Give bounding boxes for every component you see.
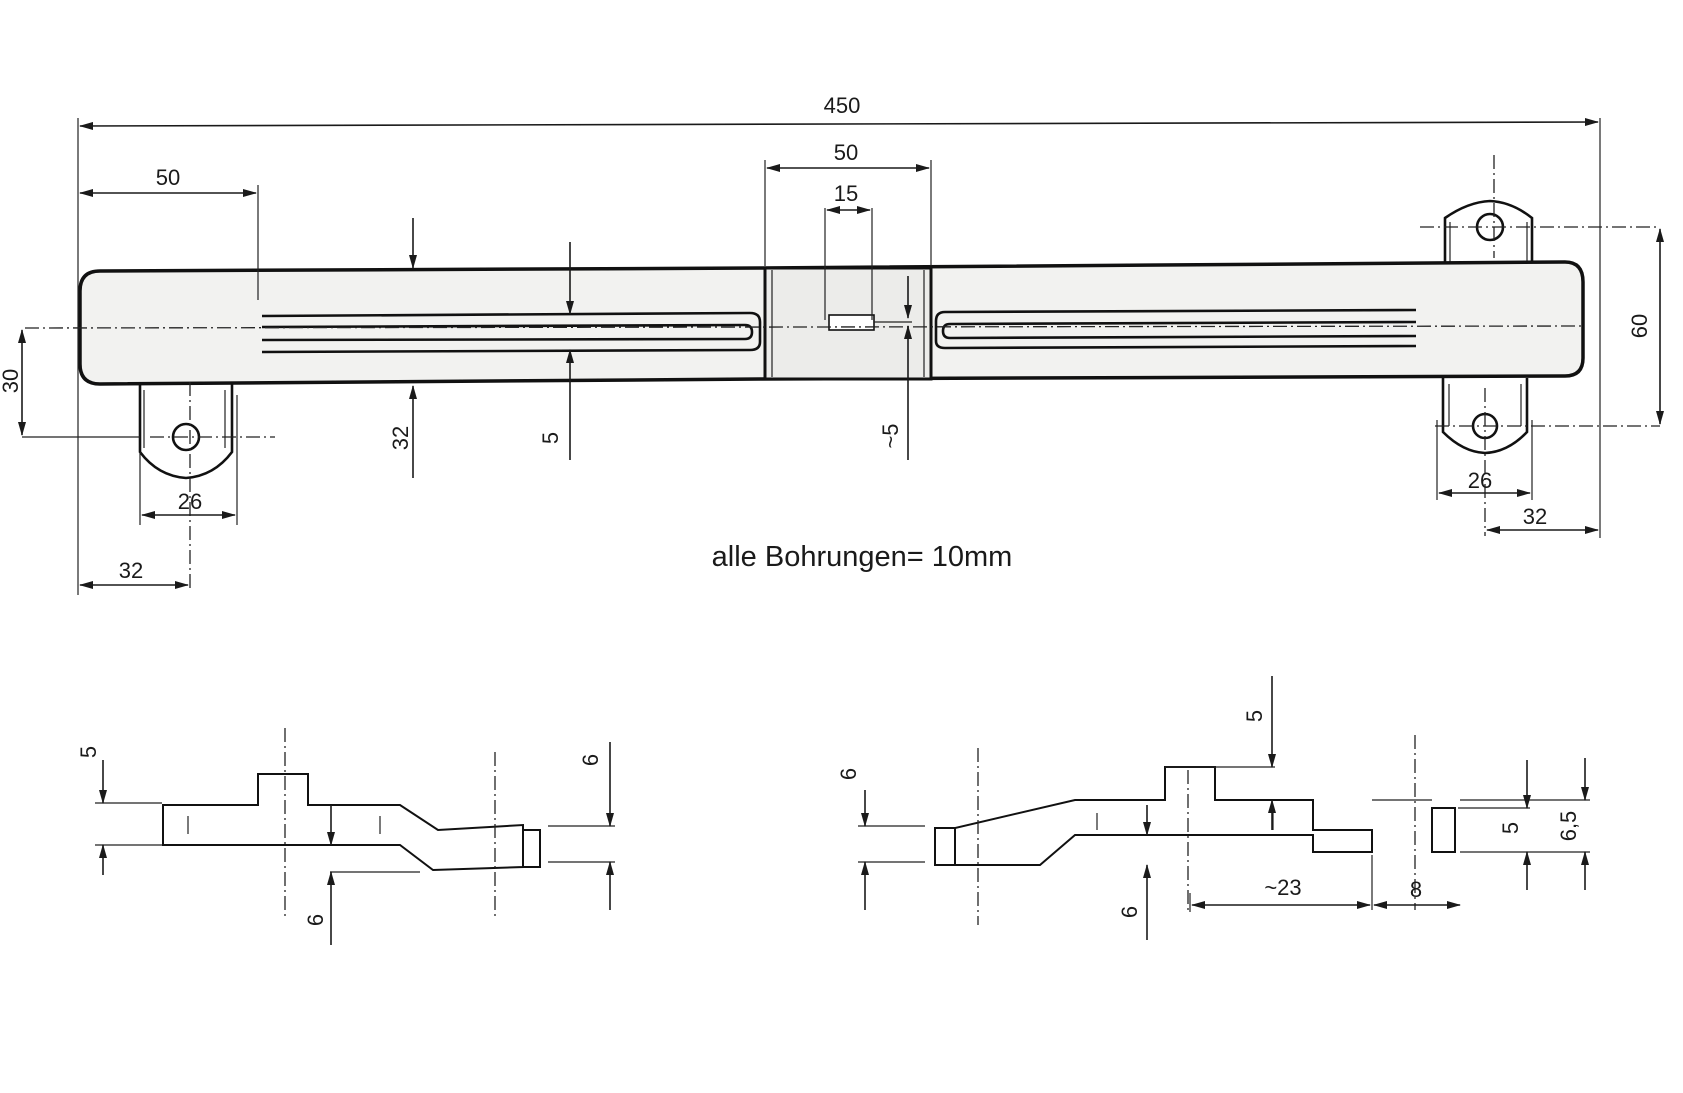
dim-bracket-spacing-right: 60	[1627, 314, 1652, 338]
dim-bracket-pitch-left: 26	[178, 489, 202, 514]
right-slot	[934, 308, 1417, 350]
dim-bracket-offset-left: 32	[119, 558, 143, 583]
dim-left-offset: 50	[156, 165, 180, 190]
top-view: 450 50 50 15 30 32 5 ~5 26 32 60 26 32	[0, 93, 1664, 595]
dim-length-23: ~23	[1264, 875, 1301, 900]
center-slot	[828, 314, 875, 331]
right-mounting-bracket-top	[1443, 199, 1534, 266]
left-mounting-bracket	[138, 378, 234, 480]
dim-right-step: 5	[1498, 822, 1523, 834]
left-slot	[261, 311, 762, 354]
dim-overall-length: 450	[824, 93, 861, 118]
dim-lower-height: 6	[303, 914, 328, 926]
dim-center-slot-width: 15	[834, 181, 858, 206]
dim-center-block-width: 50	[834, 140, 858, 165]
side-view-right: 5 6 6 ~23 8 5 6,5	[836, 676, 1590, 940]
dim-block-slot: ~5	[878, 423, 903, 448]
dim-left-height: 6	[836, 768, 861, 780]
dim-body-height: 30	[0, 369, 23, 393]
dim-bracket-offset-right: 32	[1523, 504, 1547, 529]
dim-lower-height-right: 6	[1117, 906, 1142, 918]
dim-step-height: 5	[76, 746, 101, 758]
dim-right-height: 6	[578, 754, 603, 766]
dim-slot-width: 5	[538, 432, 563, 444]
dim-top-step: 5	[1242, 710, 1267, 722]
dim-length-8: 8	[1410, 877, 1422, 902]
dim-right-total: 6,5	[1556, 811, 1581, 842]
dim-rib-thickness: 32	[388, 426, 413, 450]
dim-bracket-pitch-right: 26	[1468, 468, 1492, 493]
side-view-left: 5 6 6	[76, 728, 615, 945]
drilling-note: alle Bohrungen= 10mm	[712, 541, 1013, 573]
